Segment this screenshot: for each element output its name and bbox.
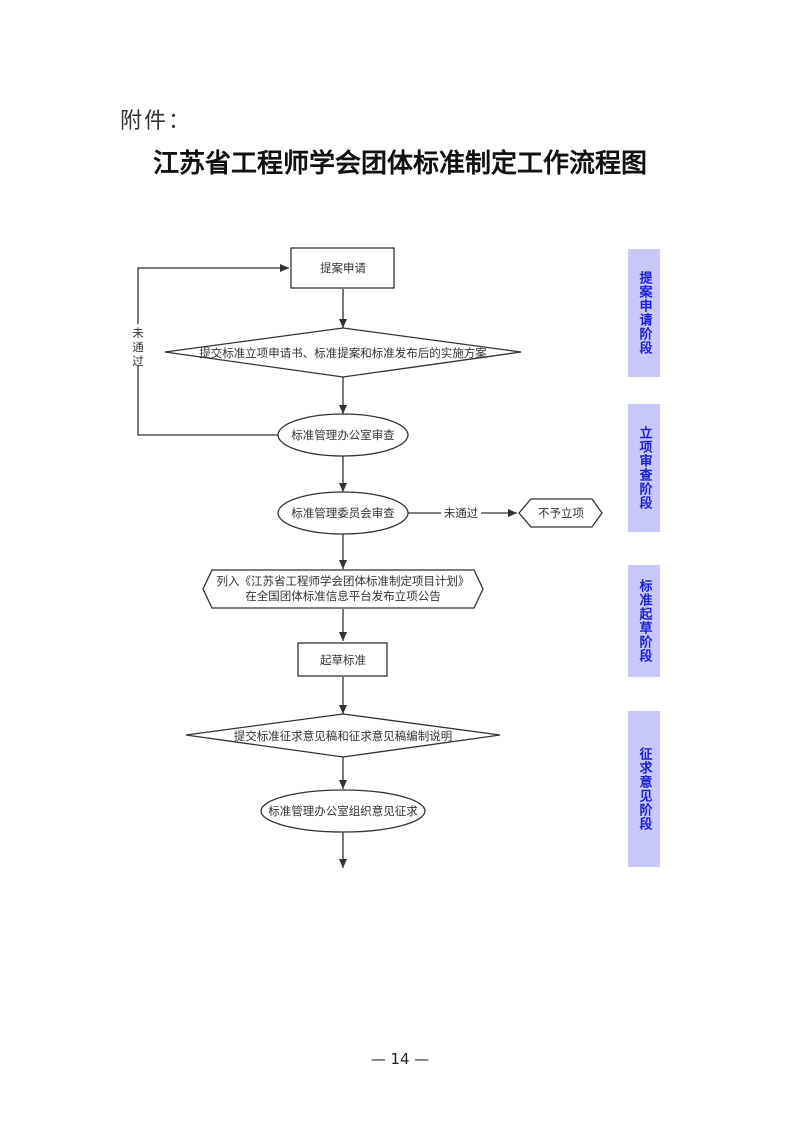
node-plan-label-1: 列入《江苏省工程师学会团体标准制定项目计划》 <box>217 574 470 588</box>
node-draft <box>297 642 388 677</box>
stage-proposal: 提案申请阶段 <box>628 249 660 377</box>
node-submit-draft-label: 提交标准征求意见稿和征求意见稿编制说明 <box>234 729 453 743</box>
stage-drafting-label: 标准起草阶段 <box>636 579 652 663</box>
edge-label-not-passed-1: 未 <box>132 326 144 340</box>
node-rejected <box>518 498 603 528</box>
node-proposal-label: 提案申请 <box>320 261 366 275</box>
node-submit-docs-label: 提交标准立项申请书、标准提案和标准发布后的实施方案 <box>199 346 487 360</box>
page-number: — 14 — <box>370 1050 430 1068</box>
stage-proposal-label: 提案申请阶段 <box>636 271 652 355</box>
node-office-review-label: 标准管理办公室审查 <box>291 428 395 442</box>
node-rejected-label: 不予立项 <box>538 506 584 520</box>
page-title: 江苏省工程师学会团体标准制定工作流程图 <box>152 149 647 179</box>
node-proposal <box>290 247 395 289</box>
node-submit-docs <box>164 327 522 378</box>
node-office-review <box>277 413 409 457</box>
node-submit-draft <box>185 713 501 758</box>
node-plan-label-2: 在全国团体标准信息平台发布立项公告 <box>245 589 441 603</box>
stage-drafting: 标准起草阶段 <box>628 565 660 677</box>
node-solicit-label: 标准管理办公室组织意见征求 <box>268 804 418 818</box>
edge-label-not-passed-3: 过 <box>132 354 144 368</box>
stage-solicit-opinions-label: 征求意见阶段 <box>636 747 652 831</box>
edge-label-bg <box>128 324 148 366</box>
node-draft-label: 起草标准 <box>320 653 366 667</box>
node-solicit <box>260 789 426 833</box>
edge-label-bg <box>441 505 481 521</box>
stage-approval-review-label: 立项审查阶段 <box>636 426 652 510</box>
edge-label-not-passed-horizontal: 未通过 <box>444 506 479 520</box>
stage-approval-review: 立项审查阶段 <box>628 404 660 532</box>
edge-label-not-passed-2: 通 <box>132 340 144 354</box>
node-plan <box>202 569 484 609</box>
stage-solicit-opinions: 征求意见阶段 <box>628 711 660 867</box>
attachment-label: 附件： <box>120 109 193 134</box>
node-committee-review-label: 标准管理委员会审查 <box>291 506 395 520</box>
node-committee-review <box>277 491 409 535</box>
